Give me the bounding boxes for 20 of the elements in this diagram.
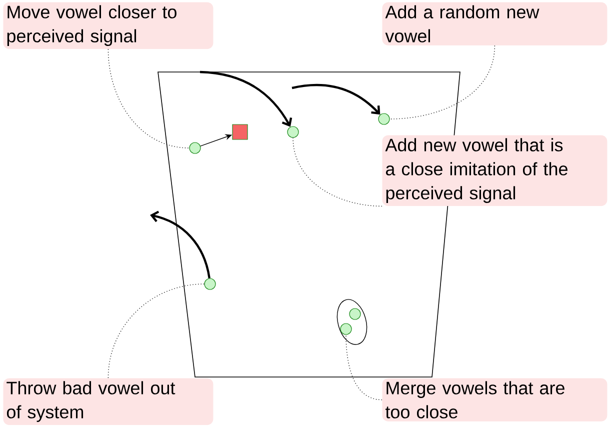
signal-square xyxy=(232,124,248,140)
leader-line xyxy=(108,48,190,148)
note-box: Throw bad vowel out of system xyxy=(3,378,214,425)
vowel-dot xyxy=(204,278,216,290)
vowel-dot xyxy=(287,126,299,138)
vowel-dot xyxy=(378,113,390,125)
arrow xyxy=(200,70,292,127)
leader-line xyxy=(346,334,382,400)
note-box: Add new vowel that is a close imitation of the perceived signal xyxy=(382,135,608,206)
vowel-dot xyxy=(189,142,201,154)
leader-line xyxy=(389,45,496,120)
note-box: Add a random new vowel xyxy=(382,2,608,46)
vowel-dot xyxy=(349,308,361,320)
arrow xyxy=(150,210,210,278)
leader-line xyxy=(108,284,205,378)
vowel-dot xyxy=(340,323,352,335)
leader-line xyxy=(292,137,382,207)
arrow xyxy=(292,84,380,115)
note-box: Merge vowels that are too close xyxy=(382,378,608,422)
note-box: Move vowel closer to perceived signal xyxy=(3,2,214,49)
